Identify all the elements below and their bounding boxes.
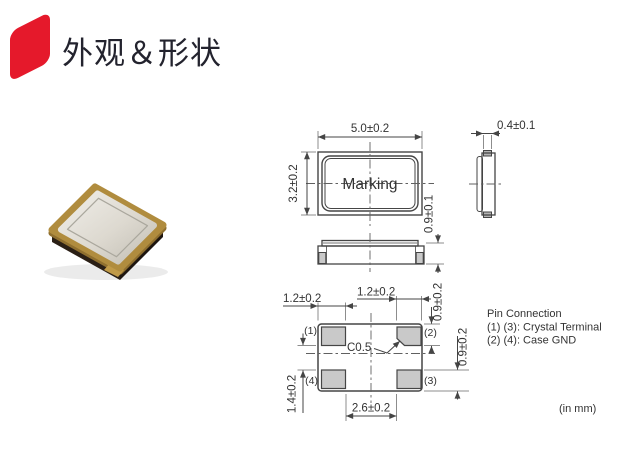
dim-pad-gap-side: 1.4±0.2 (287, 375, 299, 413)
marking-label: Marking (342, 176, 397, 193)
chamfer-label: C0.5 (347, 342, 371, 354)
pin-4-label: (4) (305, 375, 318, 387)
dim-pad-width-right: 1.2±0.2 (357, 287, 395, 299)
pin-3-label: (3) (424, 375, 437, 387)
component-photo (44, 183, 168, 280)
dim-lid-thickness: 0.4±0.1 (497, 120, 535, 132)
front-view-drawing (317, 233, 444, 273)
pin-1-label: (1) (304, 325, 317, 337)
side-view-drawing (469, 130, 504, 218)
dim-top-width: 5.0±0.2 (351, 123, 389, 135)
pin-2-label: (2) (424, 327, 437, 339)
dim-pad-height-bottom: 0.9±0.2 (458, 328, 470, 366)
dim-pad-height-top: 0.9±0.2 (433, 283, 445, 321)
dim-pad-span: 2.6±0.2 (352, 403, 390, 415)
pin-connection-line2: (2) (4): Case GND (487, 335, 576, 347)
pin-connection-line1: (1) (3): Crystal Terminal (487, 322, 602, 334)
dim-front-height: 0.9±0.1 (424, 195, 436, 233)
unit-note: (in mm) (559, 403, 596, 415)
pin-connection-note: Pin Connection (1) (3): Crystal Terminal… (487, 308, 602, 347)
dim-top-height: 3.2±0.2 (288, 164, 300, 202)
pin-connection-title: Pin Connection (487, 308, 562, 320)
top-view-drawing (301, 131, 434, 226)
page-title: 外观＆形状 (62, 36, 222, 71)
dim-pad-width-left: 1.2±0.2 (283, 293, 321, 305)
bottom-view-drawing (283, 296, 469, 421)
